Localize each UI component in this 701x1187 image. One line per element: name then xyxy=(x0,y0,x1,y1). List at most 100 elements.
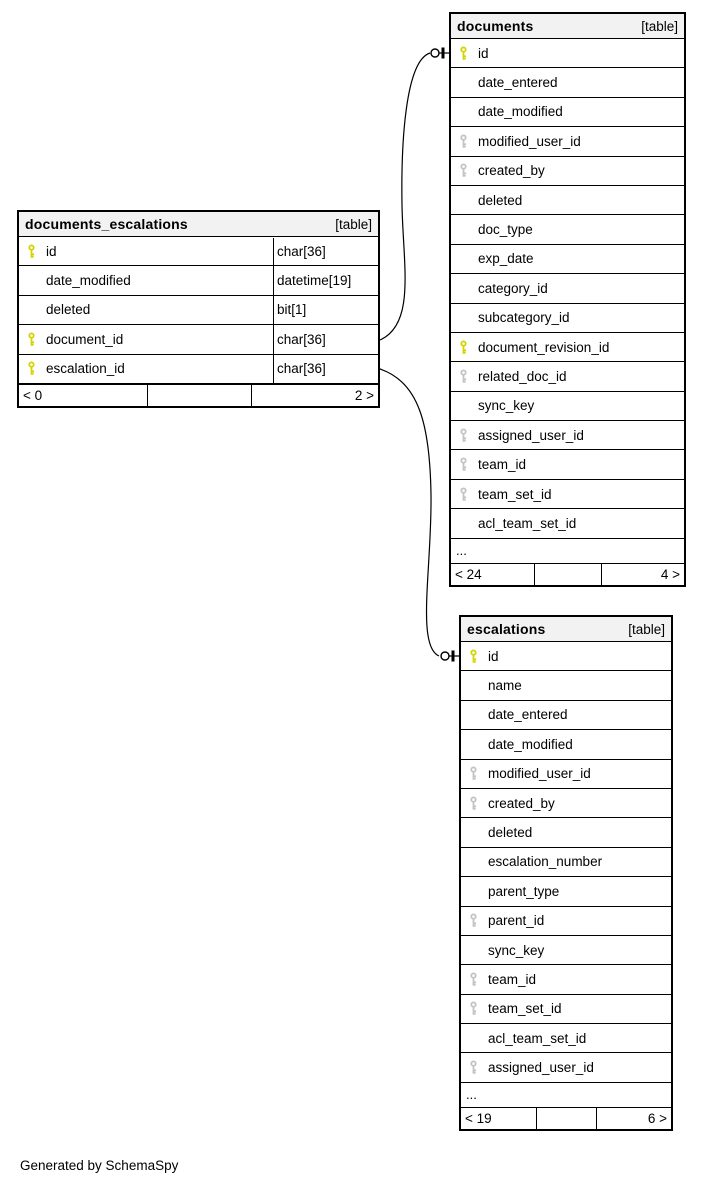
column-row-doc_type[interactable]: doc_type xyxy=(451,215,684,245)
relationship-curve-escalations xyxy=(379,368,440,657)
column-row-date_entered[interactable]: date_entered xyxy=(451,68,684,98)
column-name: parent_id xyxy=(488,913,545,929)
table-name[interactable]: documents_escalations xyxy=(25,216,188,232)
foreign-key-slot xyxy=(468,766,488,781)
footer-children-count: < 0 xyxy=(19,384,149,406)
column-name: assigned_user_id xyxy=(488,1060,594,1076)
column-name: date_entered xyxy=(478,75,558,91)
column-name: sync_key xyxy=(488,942,545,958)
one-endpoint-circle-escalations xyxy=(440,651,450,661)
footer-parents-count: 6 > xyxy=(647,1110,667,1126)
column-name: team_set_id xyxy=(478,486,552,502)
column-name: escalation_number xyxy=(488,854,603,870)
one-endpoint-bar-documents xyxy=(441,47,445,59)
column-row-parent_id[interactable]: parent_id xyxy=(461,906,671,936)
column-row-team_id[interactable]: team_id xyxy=(451,450,684,480)
column-row-acl_team_set_id[interactable]: acl_team_set_id xyxy=(451,509,684,539)
column-type: datetime[19] xyxy=(277,273,352,289)
foreign-key-slot xyxy=(468,913,488,928)
more-columns-row: ... xyxy=(461,1082,671,1107)
table-footer: < 19 6 > xyxy=(461,1106,671,1129)
column-row-document_revision_id[interactable]: document_revision_id xyxy=(451,332,684,363)
column-name: date_modified xyxy=(488,736,573,752)
column-row-created_by[interactable]: created_by xyxy=(451,156,684,186)
column-row-deleted[interactable]: deleted xyxy=(461,818,671,848)
column-row-subcategory_id[interactable]: subcategory_id xyxy=(451,303,684,333)
column-row-team_set_id[interactable]: team_set_id xyxy=(451,479,684,510)
column-row-name[interactable]: name xyxy=(461,671,671,701)
one-endpoint-bar-escalations xyxy=(451,650,455,662)
primary-key-icon xyxy=(470,649,477,663)
column-row-team_set_id[interactable]: team_set_id xyxy=(461,994,671,1025)
column-row-id[interactable]: id xyxy=(461,642,671,672)
table-tag: [table] xyxy=(628,621,665,637)
foreign-key-icon xyxy=(470,1001,477,1016)
footer-middle-cell xyxy=(535,563,603,585)
column-name: id xyxy=(488,648,499,664)
column-row-assigned_user_id[interactable]: assigned_user_id xyxy=(451,421,684,451)
column-row-date_entered[interactable]: date_entered xyxy=(461,700,671,731)
column-row-modified_user_id[interactable]: modified_user_id xyxy=(461,759,671,789)
relationship-documents_escalations-documents xyxy=(379,47,449,341)
column-name: acl_team_set_id xyxy=(488,1030,587,1046)
footer-children-count: < 19 xyxy=(461,1107,537,1129)
column-row-related_doc_id[interactable]: related_doc_id xyxy=(451,362,684,392)
footer-parents-count: 4 > xyxy=(660,566,680,582)
relationship-documents_escalations-escalations xyxy=(379,368,459,662)
column-row-parent_type[interactable]: parent_type xyxy=(461,877,671,907)
column-row-sync_key[interactable]: sync_key xyxy=(461,935,671,966)
foreign-key-slot xyxy=(458,163,478,178)
table-name[interactable]: escalations xyxy=(467,621,546,637)
column-type: char[36] xyxy=(277,331,326,347)
column-row-date_modified[interactable]: date_modified datetime[19] xyxy=(19,266,378,296)
column-row-modified_user_id[interactable]: modified_user_id xyxy=(451,127,684,157)
column-row-date_modified[interactable]: date_modified xyxy=(451,97,684,128)
primary-key-icon xyxy=(460,46,467,60)
footer-middle-cell xyxy=(148,384,253,406)
column-name: escalation_id xyxy=(46,361,125,377)
table-tag: [table] xyxy=(335,216,372,232)
column-row-date_modified[interactable]: date_modified xyxy=(461,730,671,760)
foreign-key-icon xyxy=(460,134,467,148)
primary-key-slot xyxy=(458,46,478,61)
column-name: modified_user_id xyxy=(488,766,591,782)
column-row-exp_date[interactable]: exp_date xyxy=(451,244,684,275)
column-name: date_modified xyxy=(46,273,131,289)
column-row-deleted[interactable]: deleted xyxy=(451,185,684,216)
column-row-category_id[interactable]: category_id xyxy=(451,274,684,304)
foreign-key-icon xyxy=(470,1060,477,1074)
table-documents[interactable]: documents [table] id date_entered date_modif… xyxy=(449,12,686,587)
column-name: subcategory_id xyxy=(478,310,570,326)
column-row-escalation_id[interactable]: escalation_id char[36] xyxy=(19,354,378,384)
foreign-key-slot xyxy=(468,1001,488,1016)
column-row-acl_team_set_id[interactable]: acl_team_set_id xyxy=(461,1024,671,1054)
column-name: id xyxy=(478,45,489,61)
column-row-id[interactable]: id xyxy=(451,39,684,69)
column-row-assigned_user_id[interactable]: assigned_user_id xyxy=(461,1053,671,1083)
table-tag: [table] xyxy=(641,18,678,34)
primary-key-icon xyxy=(28,361,35,376)
column-type: char[36] xyxy=(277,243,326,259)
column-row-created_by[interactable]: created_by xyxy=(461,788,671,819)
foreign-key-icon xyxy=(460,369,467,383)
column-name: document_revision_id xyxy=(478,339,610,355)
foreign-key-icon xyxy=(460,457,467,471)
column-type: char[36] xyxy=(277,361,326,377)
column-row-escalation_number[interactable]: escalation_number xyxy=(461,847,671,878)
primary-key-slot xyxy=(468,649,488,664)
column-row-sync_key[interactable]: sync_key xyxy=(451,391,684,422)
foreign-key-icon xyxy=(460,487,467,501)
column-row-team_id[interactable]: team_id xyxy=(461,965,671,995)
column-name: exp_date xyxy=(478,251,534,267)
foreign-key-slot xyxy=(468,972,488,987)
table-name[interactable]: documents xyxy=(457,18,534,34)
primary-key-slot xyxy=(26,332,46,347)
primary-key-slot xyxy=(26,361,46,376)
